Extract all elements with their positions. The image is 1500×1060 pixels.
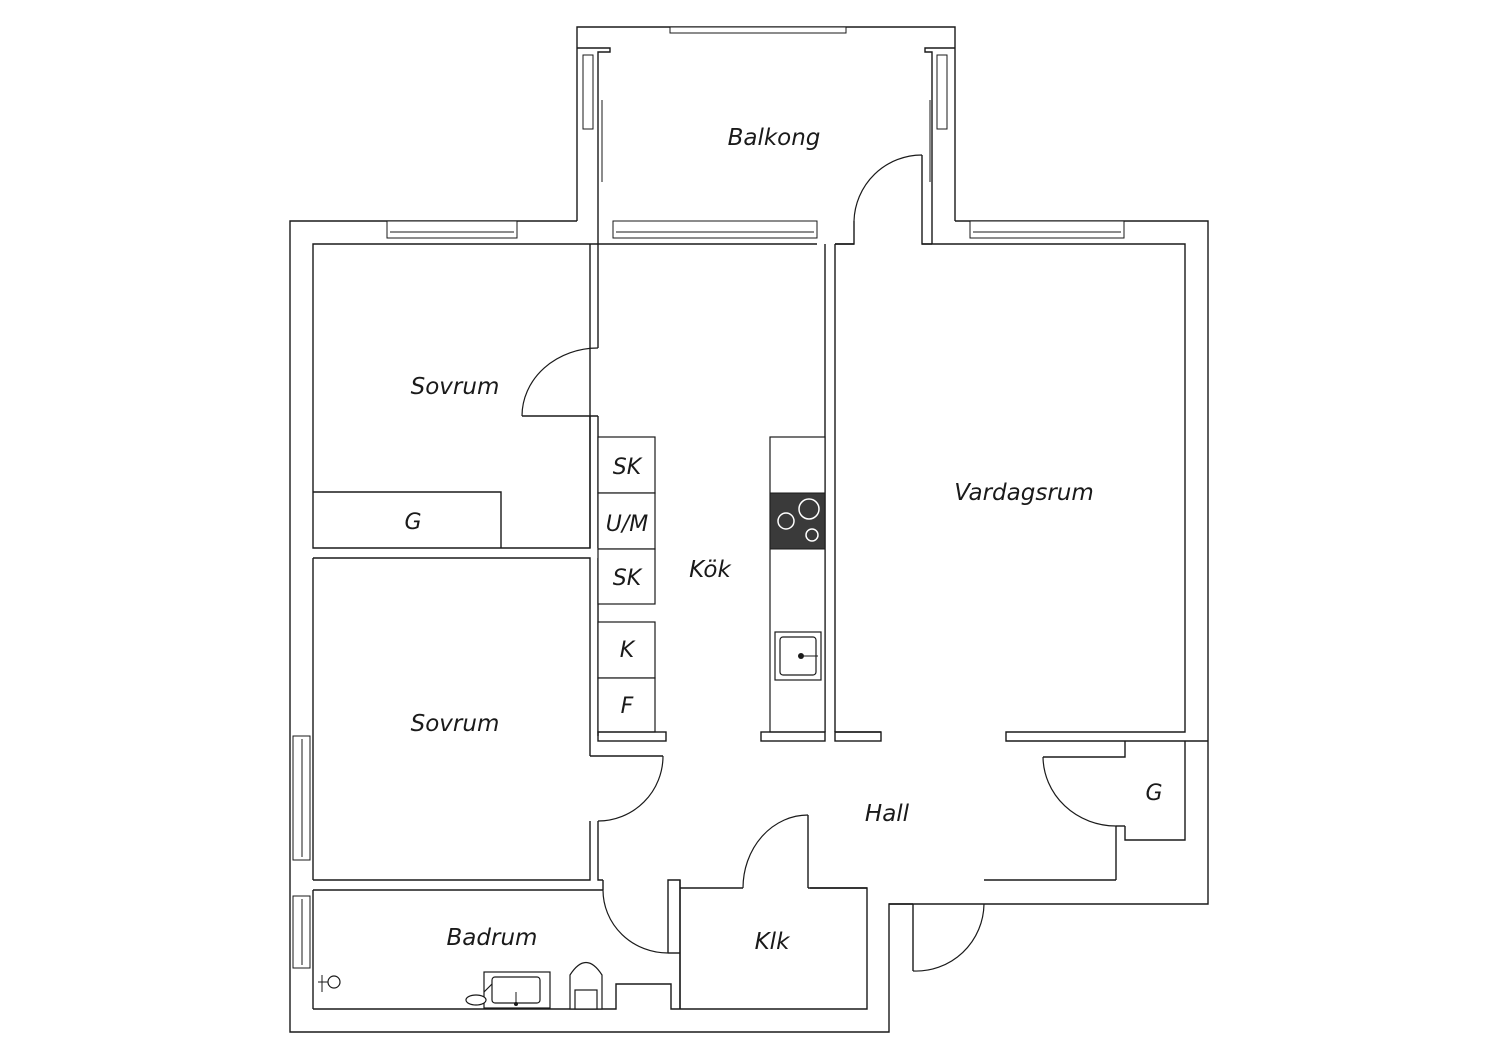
balcony-window-left [582, 54, 594, 130]
fixture-label-garderob-sovrum: G [404, 510, 421, 535]
fixture-label-skap-2: SK [613, 566, 643, 591]
fixture-label-ugn-mikro: U/M [606, 512, 649, 537]
room-label-klk: Klk [755, 929, 791, 955]
room-label-sovrum-bottom: Sovrum [411, 711, 500, 737]
door-badrum [602, 889, 669, 954]
door-sovrum-top [521, 347, 599, 417]
door-garderob-hall [1042, 756, 1117, 827]
fixture-label-garderob-hall: G [1145, 781, 1162, 806]
door-balkong [853, 154, 923, 222]
fixture-label-frys: F [621, 694, 634, 719]
balcony [576, 26, 956, 221]
bedroom-top [313, 243, 817, 548]
room-label-badrum: Badrum [447, 925, 538, 951]
balcony-window-right [936, 54, 948, 130]
window-kok [612, 220, 818, 239]
living-room [835, 154, 1208, 742]
bathroom [313, 879, 681, 1010]
room-label-vardagsrum: Vardagsrum [954, 480, 1094, 506]
door-klk [742, 814, 809, 889]
fixture-label-skap-1: SK [613, 455, 643, 480]
stove-icon [769, 492, 826, 550]
shower-icon [318, 975, 341, 992]
fixture-label-kyl: K [620, 638, 636, 663]
room-label-sovrum-top: Sovrum [411, 374, 500, 400]
door-entre [912, 903, 985, 972]
kitchen [597, 243, 882, 742]
window-vardagsrum [969, 220, 1125, 239]
sink-icon [774, 631, 822, 681]
room-label-balkong: Balkong [728, 125, 821, 151]
room-label-kok: Kök [689, 557, 732, 583]
toilet-icon [569, 961, 603, 1010]
hall [889, 741, 1186, 972]
closet-klk [679, 814, 867, 1009]
door-sovrum-bottom [597, 755, 664, 822]
washbasin-icon [465, 971, 551, 1009]
room-label-hall: Hall [865, 801, 910, 827]
window-sovrum-top [386, 220, 518, 239]
outer-walls [289, 220, 1209, 1033]
balcony-window-top [669, 26, 847, 34]
